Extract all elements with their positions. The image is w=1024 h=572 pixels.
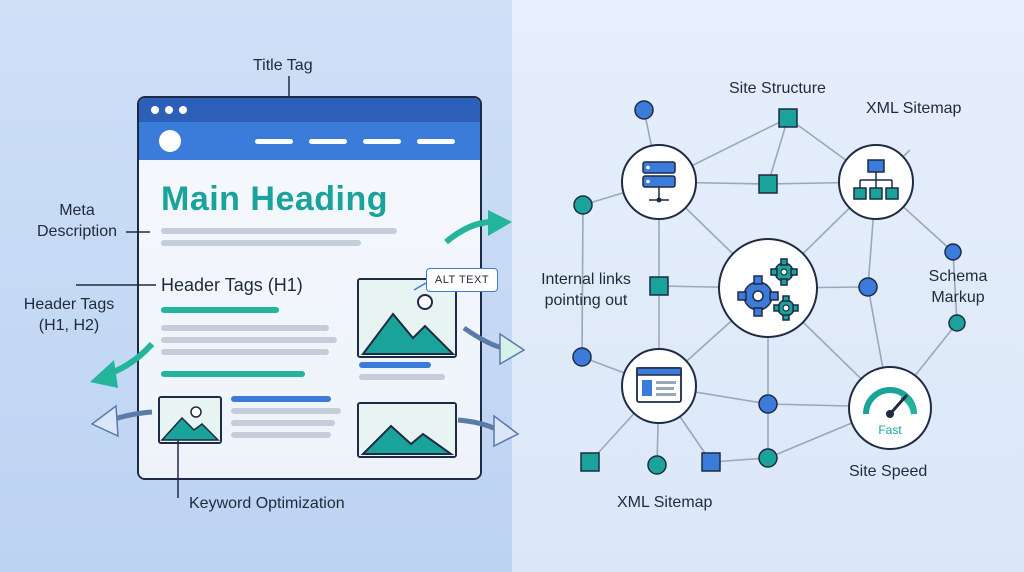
webpage-node [621,348,697,424]
network-square [778,108,798,128]
browser-navbar [139,122,480,160]
window-dot-icon [179,106,187,114]
link-line [231,396,331,402]
nav-link-placeholder [417,139,455,144]
network-dot [647,455,667,475]
mountain-image-icon [359,404,455,456]
schema-markup-label-line2: Markup [931,289,985,306]
window-dot-icon [151,106,159,114]
green-arrow-icon [90,341,155,388]
text-line [231,432,331,438]
mountain-image-icon [160,398,220,442]
network-dot [758,448,778,468]
speedometer-icon [863,387,917,418]
settings-node [718,238,818,338]
xml-sitemap-bottom-label: XML Sitemap [617,494,713,511]
sitemap-node [838,144,914,220]
sitemap-icon [853,159,899,200]
nav-link-placeholder [309,139,347,144]
server-icon [642,161,676,203]
internal-links-label-line2: pointing out [544,292,628,309]
webpage-icon [636,367,682,403]
outline-arrow-icon [457,414,520,448]
network-square [580,452,600,472]
main-heading: Main Heading [161,180,389,218]
header-tags-label-line1: Header Tags [23,296,115,313]
text-line [231,408,341,414]
text-line [231,420,335,426]
network-square [758,174,778,194]
outline-arrow-icon [90,404,153,438]
gears-icon [737,258,799,321]
image-placeholder [357,402,457,458]
nav-link-placeholder [363,139,401,144]
outline-arrow-icon [462,325,526,366]
header-tags-label-line2: (H1, H2) [38,317,100,334]
network-square [649,276,669,296]
speed-node [848,366,932,450]
internal-links-label-line1: Internal links [541,271,631,288]
mountain-image-icon [359,280,455,356]
network-dot [944,243,962,261]
subheading-line [161,371,305,377]
text-line [161,337,337,343]
logo-circle-icon [159,130,181,152]
network-dot [573,195,593,215]
fast-label: Fast [878,423,902,437]
caption-line [359,374,445,380]
text-line [161,349,329,355]
header-tags-heading: Header Tags (H1) [161,275,303,295]
site-speed-label: Site Speed [849,463,928,480]
network-dot [758,394,778,414]
meta-description-label-line2: Description [36,223,118,240]
xml-sitemap-top-label: XML Sitemap [866,100,962,117]
caption-line [359,362,431,368]
meta-line [161,228,397,234]
network-dot [634,100,654,120]
nav-link-placeholder [255,139,293,144]
network-dot [858,277,878,297]
image-placeholder [158,396,222,444]
green-arrow-icon [444,210,512,245]
site-structure-label: Site Structure [729,80,826,97]
keyword-optimization-label: Keyword Optimization [189,495,345,512]
browser-titlebar [139,98,480,122]
image-placeholder [357,278,457,358]
network-square [701,452,721,472]
server-node [621,144,697,220]
meta-description-label-line1: Meta [59,202,95,219]
subheading-line [161,307,279,313]
text-line [161,325,329,331]
window-dot-icon [165,106,173,114]
alt-text-pointer [413,282,427,291]
title-tag-label: Title Tag [253,57,313,74]
meta-line [161,240,361,246]
network-dot [572,347,592,367]
alt-text-badge: ALT TEXT [426,268,498,292]
schema-markup-label-line1: Schema [928,268,988,285]
network-dot [948,314,966,332]
